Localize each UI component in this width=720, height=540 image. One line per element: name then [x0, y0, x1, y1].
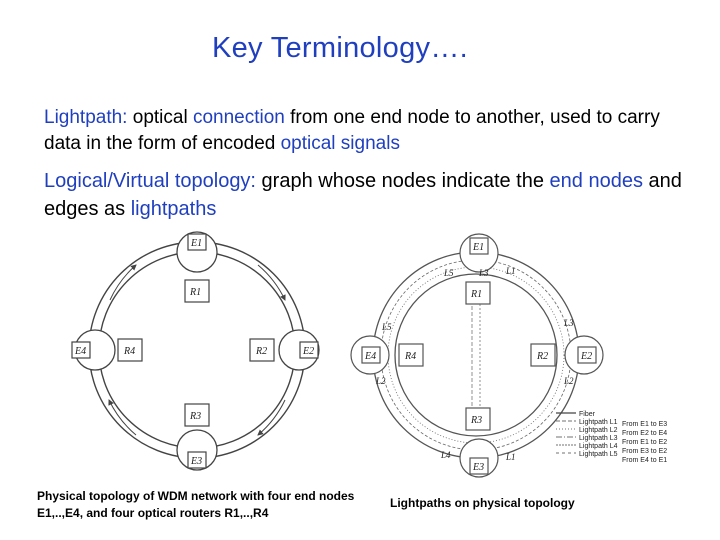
router-r4-right — [398, 343, 424, 367]
label-e1: E1 — [190, 238, 202, 249]
label-e2: E2 — [302, 346, 314, 357]
path-label-l1-top: L1 — [505, 266, 516, 276]
legend-desc-l3: From E1 to E2 — [622, 439, 667, 446]
label-r1-right: R1 — [470, 289, 482, 300]
lightpath-legend: Fiber Lightpath L1 Lightpath L2 Lightpat… — [556, 411, 667, 464]
label-r4-right: R4 — [404, 351, 416, 362]
label-e3-right: E3 — [472, 462, 484, 473]
label-r4: R4 — [123, 346, 135, 357]
label-e1-right: E1 — [472, 242, 484, 253]
def2-text-2: end nodes — [549, 170, 643, 192]
label-r3: R3 — [189, 411, 201, 422]
slide-title: Key Terminology…. — [211, 32, 468, 64]
router-r2-right — [530, 343, 556, 367]
end-node-e4 — [71, 341, 91, 359]
label-r2: R2 — [255, 346, 267, 357]
label-e4-right: E4 — [364, 351, 376, 362]
lightpath-definition: Lightpath: optical connection from one e… — [44, 105, 684, 157]
term-logical-topology: Logical/Virtual topology: — [44, 170, 256, 192]
path-label-l1-bottom: L1 — [505, 452, 516, 462]
path-label-l2-right: L2 — [563, 376, 574, 386]
router-r4 — [117, 338, 143, 362]
def2-text-3: and edges as — [44, 170, 682, 220]
caption-physical-topology: Physical topology of WDM network with fo… — [37, 489, 355, 520]
term-lightpath: Lightpath: — [44, 107, 128, 128]
fiber-ring-inner-right — [394, 273, 558, 437]
path-label-l5-left: L5 — [381, 322, 392, 332]
path-label-l2-left: L2 — [375, 376, 386, 386]
end-node-e1 — [187, 233, 207, 251]
label-r1: R1 — [189, 287, 201, 298]
end-node-e2-right — [577, 346, 597, 364]
physical-topology-diagram: R1 R2 R3 R4 E1 E2 E3 E4 — [71, 231, 320, 471]
path-label-l3-top: L3 — [478, 268, 489, 278]
router-r3 — [184, 403, 210, 427]
def-text-2: connection — [192, 107, 285, 128]
end-node-e2 — [299, 341, 319, 359]
path-label-l5-top: L5 — [443, 268, 454, 278]
def2-text-1: graph whose nodes indicate the — [256, 170, 550, 192]
router-r3-right — [465, 407, 491, 431]
def-text-1: optical — [127, 107, 193, 128]
router-r1-right — [465, 281, 491, 305]
legend-l3: Lightpath L3 — [579, 435, 618, 442]
path-label-l4-bottom: L4 — [440, 450, 451, 460]
topology-definition: Logical/Virtual topology: graph whose no… — [44, 167, 684, 223]
legend-l1: Lightpath L1 — [579, 419, 618, 426]
legend-desc-l5: From E4 to E1 — [622, 457, 667, 464]
label-e3: E3 — [190, 456, 202, 467]
caption-lightpaths: Lightpaths on physical topology — [390, 496, 575, 510]
legend-l2: Lightpath L2 — [579, 427, 618, 434]
end-node-e4-right — [361, 346, 381, 364]
legend-l5: Lightpath L5 — [579, 451, 618, 458]
legend-desc-l1: From E1 to E3 — [622, 421, 667, 428]
legend-desc-l4: From E3 to E2 — [622, 448, 667, 455]
legend-l4: Lightpath L4 — [579, 443, 618, 450]
end-node-e1-right — [469, 237, 489, 255]
path-label-l3-right: L3 — [563, 318, 574, 328]
label-r3-right: R3 — [470, 415, 482, 426]
label-r2-right: R2 — [536, 351, 548, 362]
legend-desc-l2: From E2 to E4 — [622, 430, 667, 437]
label-e2-right: E2 — [580, 351, 592, 362]
def-text-3: from one end node to another, used to ca… — [44, 107, 660, 154]
router-r2 — [249, 338, 275, 362]
def-text-4: optical signals — [280, 133, 400, 154]
label-e4: E4 — [74, 346, 86, 357]
legend-fiber: Fiber — [579, 411, 596, 418]
lightpaths-diagram: R1 R2 R3 R4 E1 E2 E3 E4 L5 L3 L1 L5 L3 L… — [350, 233, 667, 478]
def2-text-4: lightpaths — [130, 198, 217, 220]
end-node-e3-right — [469, 457, 489, 475]
end-node-e3 — [187, 451, 207, 469]
router-r1 — [184, 279, 210, 303]
